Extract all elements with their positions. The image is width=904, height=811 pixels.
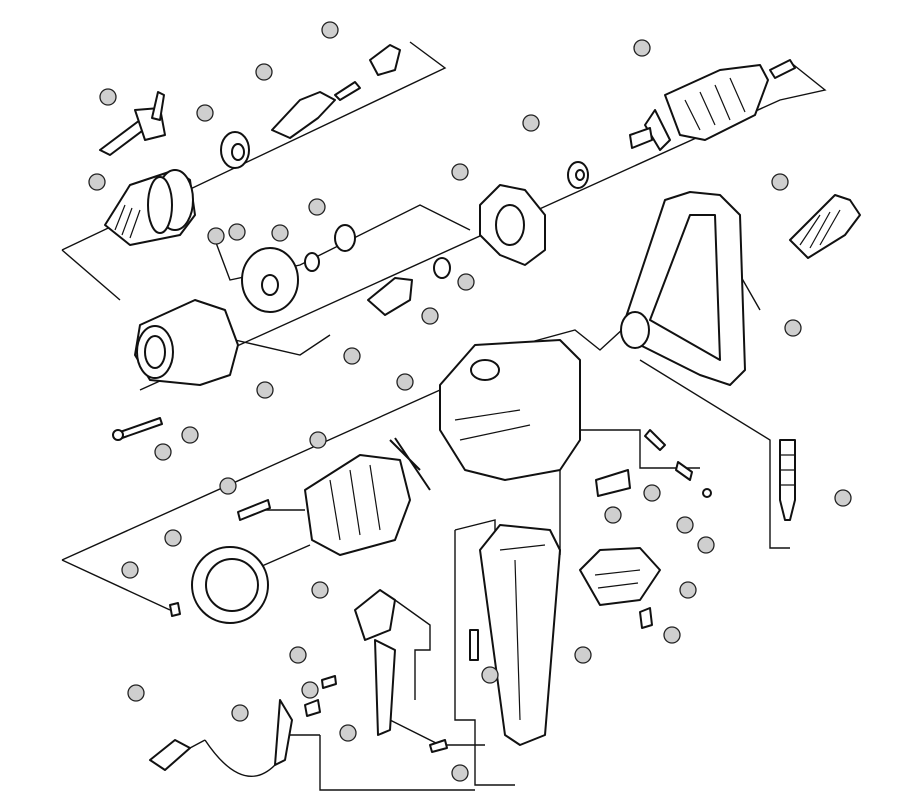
callout-bubbles <box>88 21 852 782</box>
washer-2-part <box>567 161 589 189</box>
callout-gear-a <box>207 227 225 245</box>
callout-handle-screw-2 <box>481 666 499 684</box>
callout-gear-case <box>256 381 274 399</box>
side-handle-part <box>620 191 746 386</box>
callout-bearing-2 <box>308 198 326 216</box>
small-washer-part <box>304 252 320 272</box>
callout-screw-1b <box>154 443 172 461</box>
callout-brush-washer <box>697 536 715 554</box>
callout-brush-spring <box>676 516 694 534</box>
callout-handle-cover <box>679 581 697 599</box>
armature-part <box>629 59 796 151</box>
callout-nut <box>121 561 139 579</box>
callout-brush-screw <box>643 484 661 502</box>
bearing-2-part <box>334 224 451 279</box>
screw-1-part <box>112 417 163 441</box>
spindle-part <box>271 81 361 139</box>
callout-cord-guard <box>231 704 249 722</box>
power-cord-part <box>149 699 293 777</box>
fan-baffle-part <box>191 546 269 624</box>
carbon-brush-holder-part <box>789 194 861 259</box>
bearing-1-part <box>220 131 250 169</box>
callout-stator <box>309 431 327 449</box>
callout-intermediate-shaft <box>421 307 439 325</box>
chuck-part <box>104 169 196 246</box>
handle-cover-part <box>579 547 661 606</box>
callout-handle <box>574 646 592 664</box>
callout-handle-screw <box>663 626 681 644</box>
callout-washer-2 <box>522 114 540 132</box>
callout-washer-1 <box>321 21 339 39</box>
chuck-key-part <box>99 91 166 156</box>
callout-carbon-brush-holder <box>771 173 789 191</box>
callout-fan-baffle <box>164 529 182 547</box>
callout-screw-2 <box>219 477 237 495</box>
bearing-plate-part <box>479 184 546 266</box>
callout-motor-housing <box>396 373 414 391</box>
callout-gear-b <box>228 223 246 241</box>
motor-housing-part <box>439 339 581 481</box>
callout-armature <box>633 39 651 57</box>
callout-bearing-3 <box>343 347 361 365</box>
callout-chuck-key <box>99 88 117 106</box>
small-fasteners <box>169 429 712 753</box>
callout-terminal-b <box>301 681 319 699</box>
callout-screw-1 <box>181 426 199 444</box>
stator-part <box>304 437 431 556</box>
callout-brush-cap <box>834 489 852 507</box>
callout-power-cord <box>127 684 145 702</box>
callout-switch <box>311 581 329 599</box>
callout-terminal-c <box>339 724 357 742</box>
callout-side-handle <box>784 319 802 337</box>
callout-bearing-plate <box>451 163 469 181</box>
intermediate-shaft-part <box>367 277 413 316</box>
callout-chuck <box>88 173 106 191</box>
callout-cord-clamp <box>451 764 469 782</box>
callout-small-washer <box>271 224 289 242</box>
gear-part <box>241 247 299 313</box>
gear-case-part <box>134 299 239 386</box>
callout-spindle <box>255 63 273 81</box>
washer-1-part <box>369 44 401 76</box>
handle-part <box>479 524 561 746</box>
switch-part <box>354 589 396 736</box>
brush-cap-part <box>779 439 796 521</box>
callout-bearing-1 <box>196 104 214 122</box>
callout-label-plate <box>604 506 622 524</box>
callout-bearing-2b <box>457 273 475 291</box>
callout-terminal-a <box>289 646 307 664</box>
